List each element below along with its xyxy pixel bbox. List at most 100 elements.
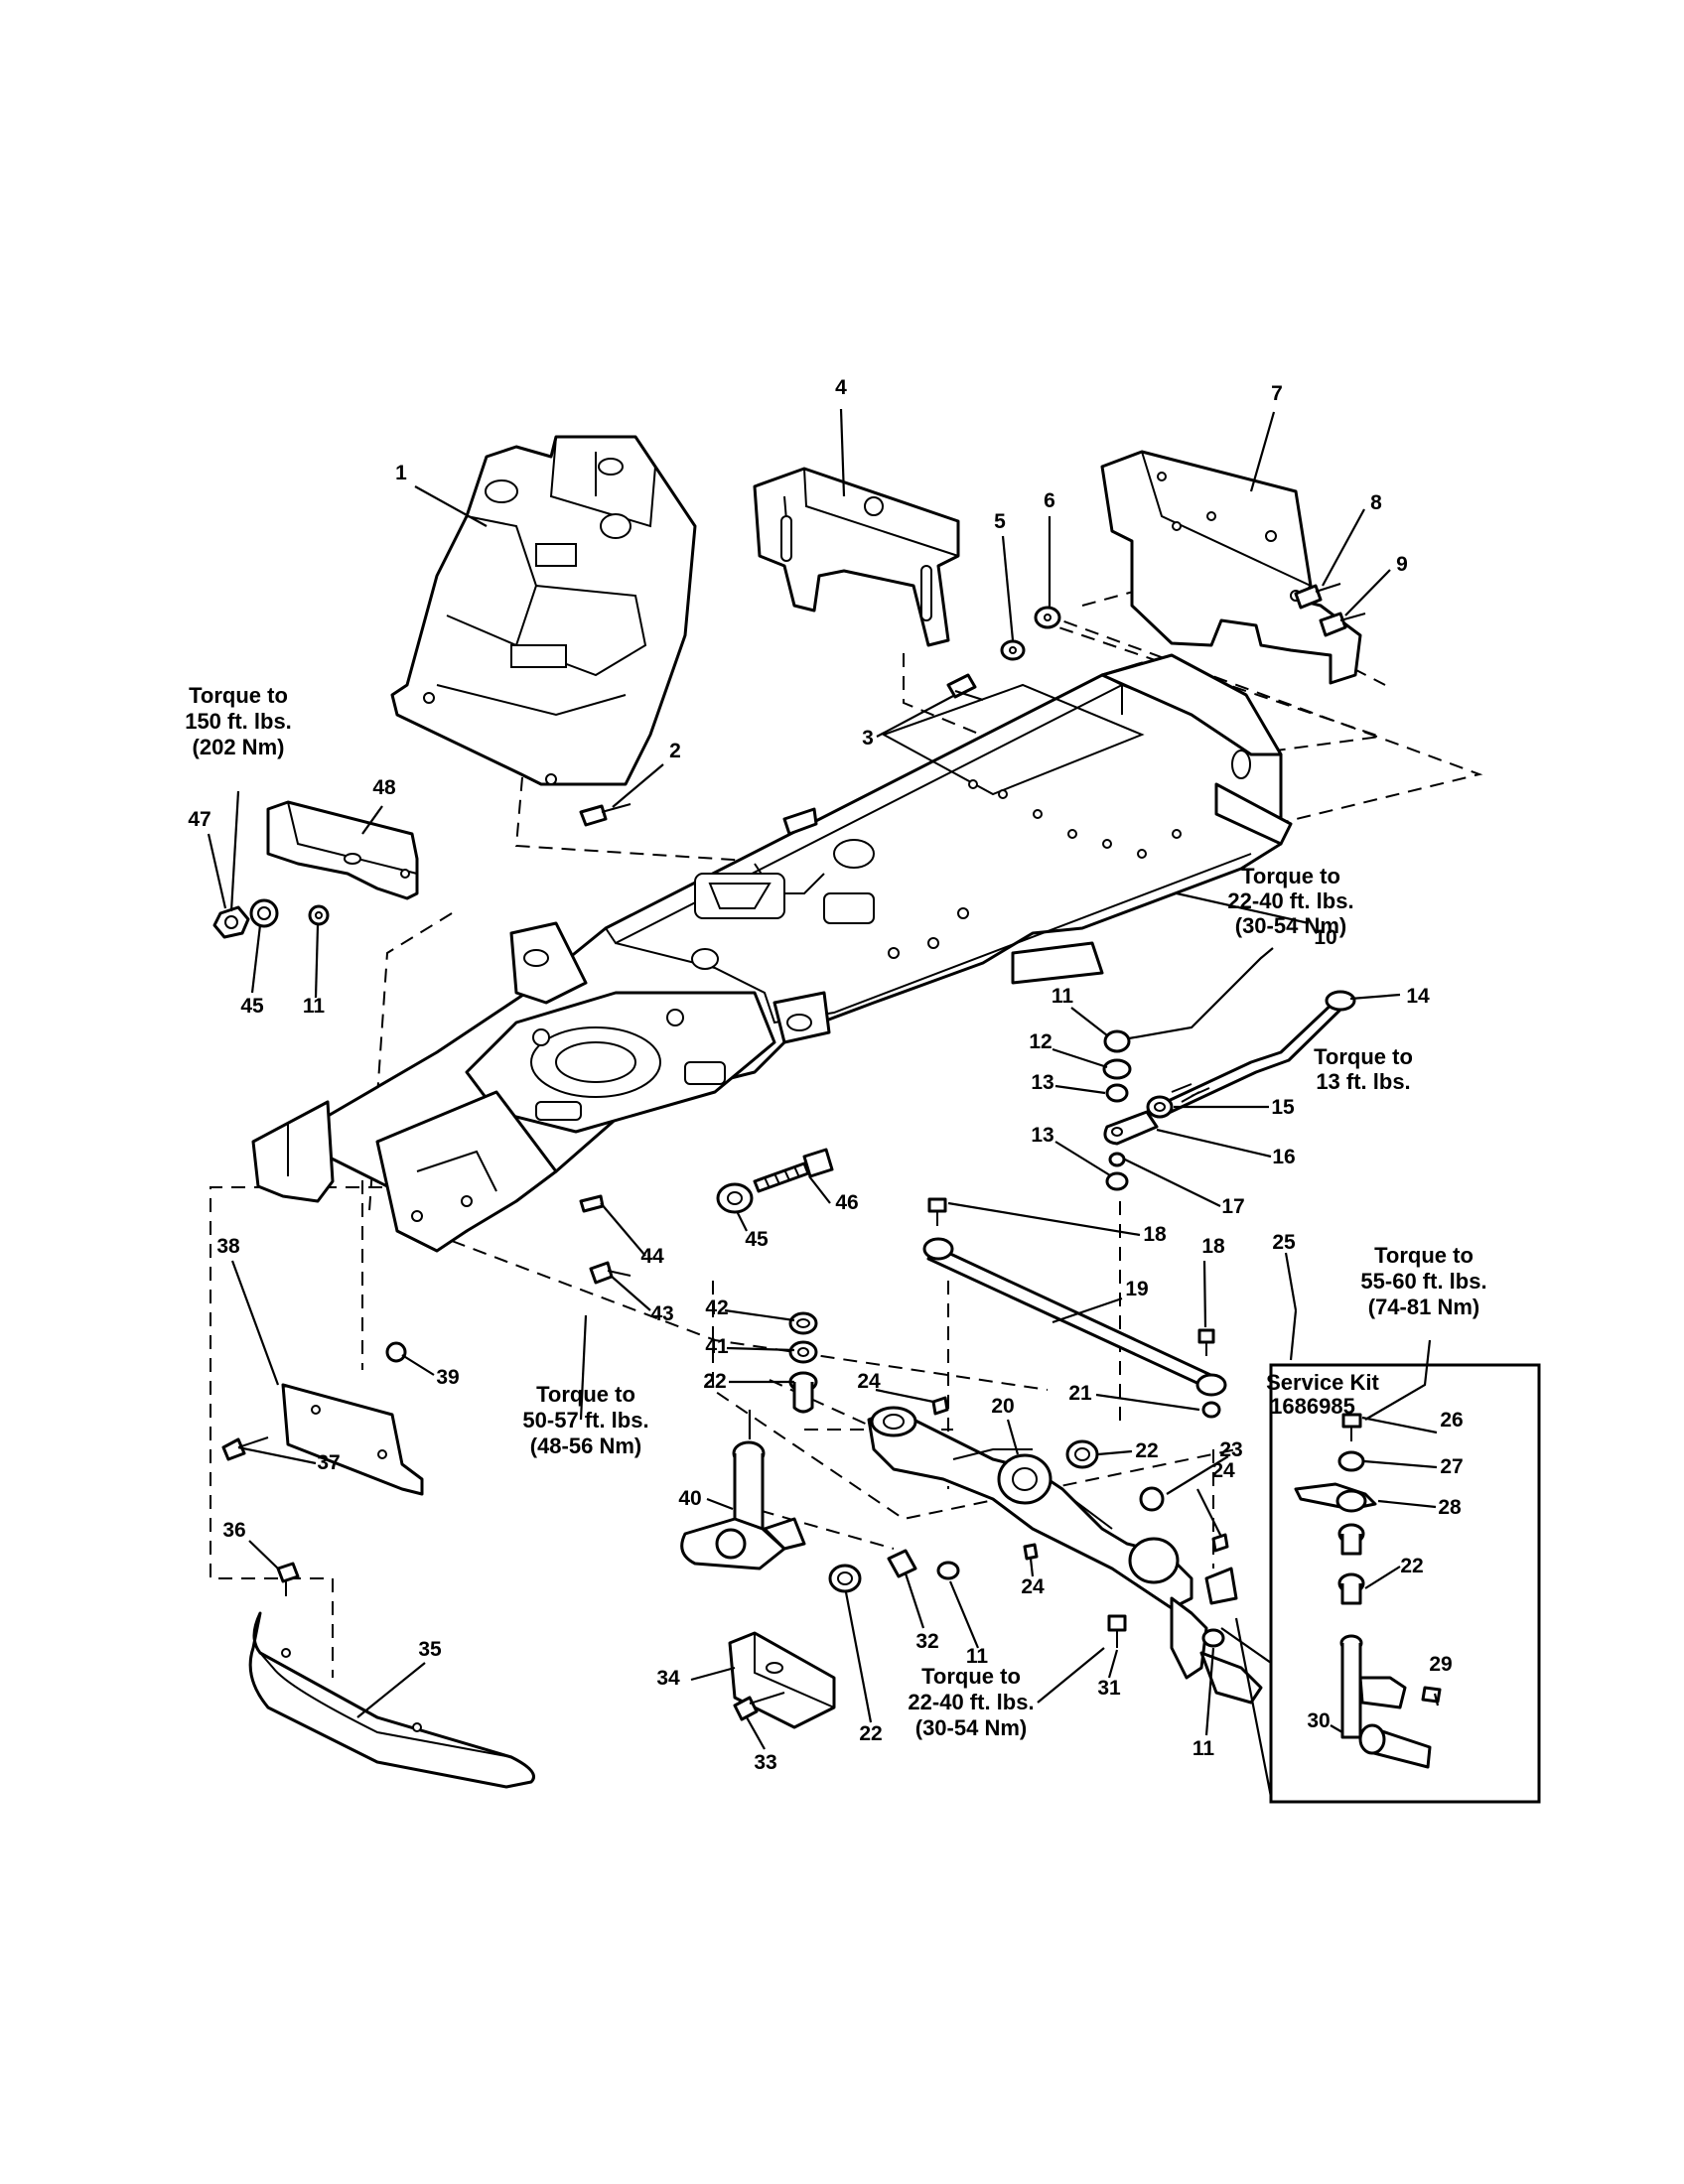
bolt-9 [1319,612,1366,637]
nut-39 [385,1341,407,1363]
callout-11-left: 11 [303,995,326,1018]
callout-12: 12 [1029,1030,1052,1053]
callout-18-left: 18 [1143,1223,1167,1246]
bolt-2 [579,803,632,827]
svg-text:(48-56 Nm): (48-56 Nm) [530,1433,641,1458]
nut-11-axle [1201,1628,1225,1648]
callout-26: 26 [1440,1409,1463,1432]
torque-note-13: Torque to 13 ft. lbs. [1314,1044,1413,1094]
callout-31: 31 [1097,1677,1121,1700]
callout-22-left: 22 [703,1370,726,1393]
callout-15: 15 [1271,1096,1295,1119]
bolt-33 [733,1692,785,1721]
callout-22-kit: 22 [1400,1555,1423,1577]
bracket-7 [1100,450,1362,685]
svg-text:(30-54 Nm): (30-54 Nm) [915,1715,1027,1740]
svg-text:Torque to: Torque to [1374,1243,1474,1268]
bushing-22-lower [828,1564,862,1593]
svg-text:Torque to: Torque to [189,683,288,708]
callout-11-lower: 11 [966,1645,989,1668]
callout-8: 8 [1370,491,1382,514]
callout-35: 35 [418,1638,442,1661]
part-labels: 1 2 3 4 5 6 7 8 9 10 11 12 13 13 14 15 1… [188,376,1463,1774]
callout-6: 6 [1044,489,1055,512]
svg-text:22-40 ft. lbs.: 22-40 ft. lbs. [908,1690,1034,1714]
drag-link-14 [1160,990,1356,1116]
nut-47 [212,905,250,939]
callout-40: 40 [678,1487,701,1510]
svg-text:1686985: 1686985 [1270,1394,1355,1419]
front-axle-20 [867,1406,1263,1705]
front-bumper [248,1611,535,1789]
callout-34: 34 [656,1667,680,1690]
dash-panel [390,435,697,786]
bushing-23 [1139,1486,1165,1512]
torque-note-150: Torque to 150 ft. lbs. (202 Nm) [185,683,292,759]
grease-fitting-24-b [1023,1543,1039,1561]
bolt-3 [946,673,984,701]
bolt-37 [221,1436,269,1461]
callout-39: 39 [436,1366,459,1389]
callout-24-b: 24 [1021,1575,1045,1598]
bolt-31 [1107,1614,1127,1648]
callout-22-mid: 22 [1135,1439,1158,1462]
callout-24-c: 24 [1211,1459,1235,1482]
torque-note-22-40-upper: Torque to 22-40 ft. lbs. (30-54 Nm) [1227,864,1353,938]
callout-47: 47 [188,808,210,831]
callout-11-axle: 11 [1193,1737,1215,1760]
bracket-34 [728,1631,836,1729]
main-frame [251,653,1293,1253]
washer-12 [1102,1058,1132,1080]
spindle-40 [680,1440,806,1570]
bolt-8 [1294,583,1341,610]
callout-9: 9 [1396,553,1408,576]
svg-text:22-40 ft. lbs.: 22-40 ft. lbs. [1227,888,1353,913]
svg-text:55-60 ft. lbs.: 55-60 ft. lbs. [1360,1269,1486,1294]
callout-24-a: 24 [857,1370,881,1393]
nut-21 [1201,1401,1221,1419]
bolt-36 [276,1562,300,1596]
svg-text:Torque to: Torque to [921,1664,1021,1689]
callout-14: 14 [1406,985,1430,1008]
pin-32 [887,1549,917,1578]
callout-30: 30 [1307,1709,1330,1732]
svg-text:(30-54 Nm): (30-54 Nm) [1235,913,1346,938]
svg-text:(74-81 Nm): (74-81 Nm) [1368,1295,1479,1319]
torque-note-22-40-lower: Torque to 22-40 ft. lbs. (30-54 Nm) [908,1664,1034,1740]
callout-29: 29 [1429,1653,1452,1676]
callout-27: 27 [1440,1455,1463,1478]
nut-11-lower [936,1561,960,1580]
callout-41: 41 [705,1335,729,1358]
callout-4: 4 [835,376,847,399]
nut-11-upper [1103,1029,1131,1053]
ball-joint-16 [1103,1110,1159,1146]
callout-2: 2 [669,740,681,762]
callout-46: 46 [835,1191,858,1214]
service-kit-box [1220,1363,1541,1804]
torque-note-55-60: Torque to 55-60 ft. lbs. (74-81 Nm) [1360,1243,1486,1319]
svg-text:Torque to: Torque to [1314,1044,1413,1069]
callout-11-upper: 11 [1052,985,1074,1008]
callout-17: 17 [1221,1195,1244,1218]
tie-rod-19 [922,1237,1227,1397]
svg-text:(202 Nm): (202 Nm) [193,735,285,759]
callout-37: 37 [317,1451,340,1474]
callout-18-right: 18 [1201,1235,1225,1258]
callout-16: 16 [1272,1146,1295,1168]
callout-13-lower: 13 [1031,1124,1053,1147]
bushing-22-left [788,1371,818,1414]
svg-text:13 ft. lbs.: 13 ft. lbs. [1316,1069,1410,1094]
callout-13-upper: 13 [1031,1071,1053,1094]
callout-25: 25 [1272,1231,1296,1254]
leader-lines [207,408,1440,1750]
callout-19: 19 [1125,1278,1148,1300]
callout-5: 5 [994,510,1006,533]
callout-23: 23 [1219,1438,1242,1461]
callout-45-lower: 45 [745,1228,769,1251]
callout-42: 42 [705,1297,728,1319]
svg-text:150 ft. lbs.: 150 ft. lbs. [185,709,292,734]
callout-10: 10 [1314,926,1336,949]
bolt-26 [1341,1413,1362,1441]
callout-1: 1 [395,462,407,484]
